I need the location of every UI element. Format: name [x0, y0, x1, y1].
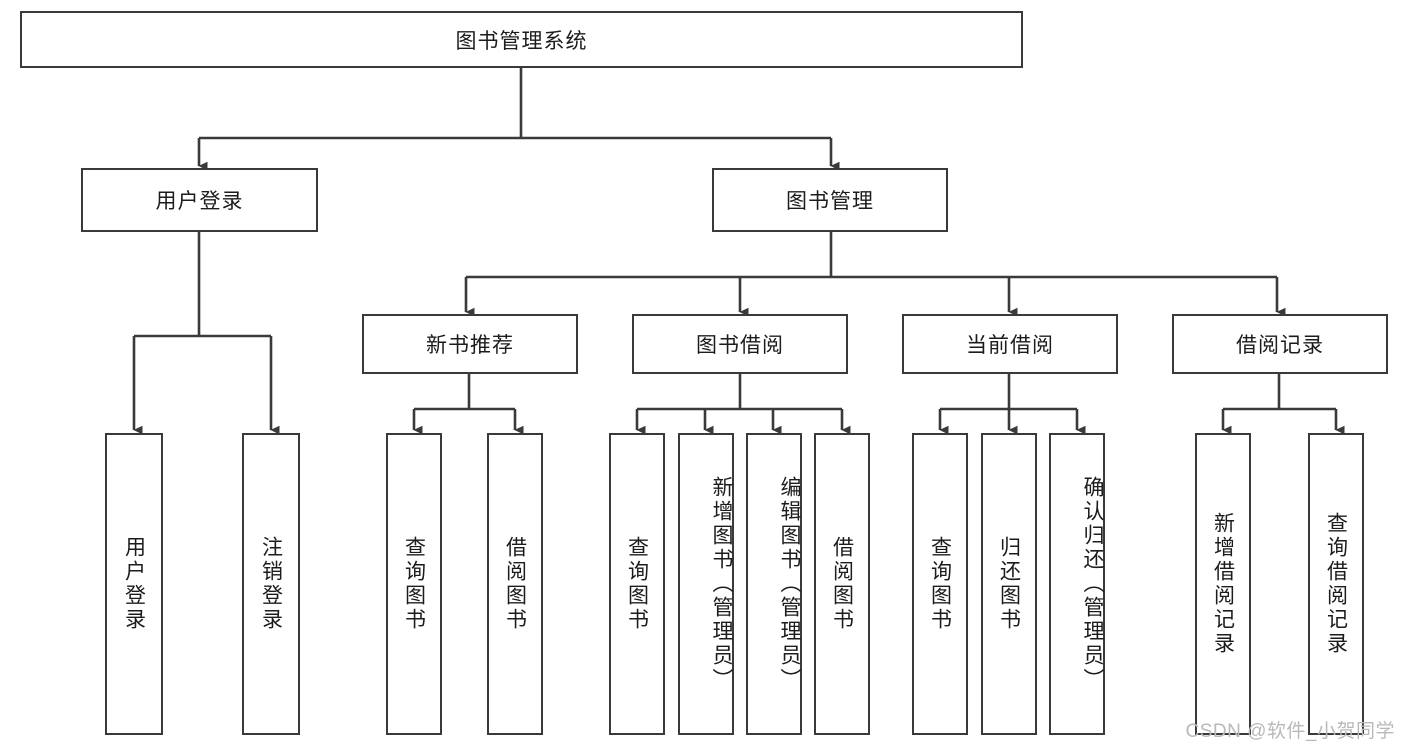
node-book-management-system[interactable]: 图书管理系统 — [20, 11, 1023, 68]
node-label: 新增图书（管理员） — [710, 476, 733, 692]
node-label: 用户登录 — [122, 536, 146, 632]
leaf-add-book-admin[interactable]: 新增图书（管理员） — [678, 433, 734, 735]
leaf-edit-book-admin[interactable]: 编辑图书（管理员） — [746, 433, 802, 735]
leaf-return-book[interactable]: 归还图书 — [981, 433, 1037, 735]
watermark: CSDN @软件_小贺同学 — [1185, 721, 1395, 742]
node-user-login[interactable]: 用户登录 — [81, 168, 318, 232]
leaf-borrow-book-recommend[interactable]: 借阅图书 — [487, 433, 543, 735]
node-label: 当前借阅 — [966, 334, 1054, 357]
node-label: 借阅图书 — [830, 536, 854, 632]
leaf-query-book-recommend[interactable]: 查询图书 — [386, 433, 442, 735]
leaf-confirm-return-admin[interactable]: 确认归还（管理员） — [1049, 433, 1105, 735]
node-book-management[interactable]: 图书管理 — [712, 168, 948, 232]
node-label: 借阅记录 — [1236, 334, 1324, 357]
leaf-user-login[interactable]: 用户登录 — [105, 433, 163, 735]
node-new-book-recommend[interactable]: 新书推荐 — [362, 314, 578, 374]
leaf-query-book-current[interactable]: 查询图书 — [912, 433, 968, 735]
node-label: 查询图书 — [402, 536, 426, 632]
node-label: 图书管理 — [786, 190, 874, 213]
node-label: 用户登录 — [155, 190, 244, 213]
node-label: 编辑图书（管理员） — [778, 476, 801, 692]
leaf-query-borrow-record[interactable]: 查询借阅记录 — [1308, 433, 1364, 735]
node-book-borrow[interactable]: 图书借阅 — [632, 314, 848, 374]
node-label: 新增借阅记录 — [1211, 512, 1235, 656]
leaf-borrow-book-borrow[interactable]: 借阅图书 — [814, 433, 870, 735]
node-label: 查询借阅记录 — [1324, 512, 1348, 656]
node-label: 借阅图书 — [503, 536, 527, 632]
node-label: 新书推荐 — [426, 334, 514, 357]
leaf-query-book-borrow[interactable]: 查询图书 — [609, 433, 665, 735]
node-label: 查询图书 — [928, 536, 952, 632]
node-label: 注销登录 — [259, 536, 283, 632]
node-label: 归还图书 — [997, 536, 1021, 632]
node-borrow-record[interactable]: 借阅记录 — [1172, 314, 1388, 374]
node-label: 查询图书 — [625, 536, 649, 632]
leaf-logout-login[interactable]: 注销登录 — [242, 433, 300, 735]
node-label: 确认归还（管理员） — [1081, 476, 1104, 692]
node-current-borrow[interactable]: 当前借阅 — [902, 314, 1118, 374]
leaf-add-borrow-record[interactable]: 新增借阅记录 — [1195, 433, 1251, 735]
node-label: 图书借阅 — [696, 334, 784, 357]
node-label: 图书管理系统 — [455, 29, 588, 53]
